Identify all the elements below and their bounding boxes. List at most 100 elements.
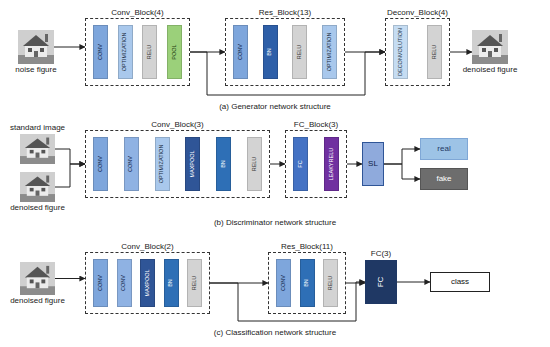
image-thumbnail: denoised figure xyxy=(20,172,55,202)
layer-name: RELU xyxy=(147,45,153,60)
layer-name: CONV xyxy=(98,156,104,172)
layer-name: DECONVOLUTION xyxy=(398,28,404,76)
block-heading: Conv_Block(3) xyxy=(151,121,203,129)
output-box: class xyxy=(430,272,490,292)
flow-arrow xyxy=(397,282,430,283)
layer-bar: FC xyxy=(293,137,308,191)
layer-bar: DECONVOLUTION xyxy=(393,25,408,79)
image-caption: standard image xyxy=(10,124,65,132)
house-thumbnail xyxy=(20,262,55,295)
box-label: SL xyxy=(368,160,378,168)
layer-bar: CONV xyxy=(117,259,132,307)
house-thumbnail xyxy=(20,172,55,202)
house-thumbnail xyxy=(18,30,54,64)
output-box: real xyxy=(420,138,468,160)
dashed-block: Res_Block(13)CONVBNRELUOPTIMIZATION xyxy=(225,18,345,86)
layer-name: MAXPOOL xyxy=(145,269,151,296)
dashed-block: Conv_Block(4)CONVOPTIMIZATIONRELUPOOL xyxy=(85,18,190,86)
layer-bar: CONV xyxy=(276,259,291,307)
layer-bar: BN xyxy=(263,25,278,79)
layer-bar: BN xyxy=(300,259,315,307)
layer-bar: MAXPOOL xyxy=(185,137,200,191)
figure-caption: (a) Generator network structure xyxy=(219,103,331,111)
layer-name: CONV xyxy=(129,156,135,172)
layer-bar: OPTIMIZATION xyxy=(118,25,133,79)
house-thumbnail xyxy=(20,134,55,164)
layer-bar: CONV xyxy=(93,259,108,307)
layer-name: OPTIMIZATION xyxy=(327,33,333,72)
layer-bar: BN xyxy=(164,259,179,307)
layer-bar: LEAKYRELU xyxy=(324,137,339,191)
layer-bar: BN xyxy=(216,137,231,191)
dashed-block: Conv_Block(3)CONVCONVOPTIMIZATIONMAXPOOL… xyxy=(85,130,270,198)
layer-bar: CONV xyxy=(233,25,248,79)
image-caption: denoised figure xyxy=(10,297,65,305)
output-box: fake xyxy=(420,168,468,190)
block-heading: Deconv_Block(4) xyxy=(387,9,448,17)
layer-name: LEAKYRELU xyxy=(329,148,335,180)
layer-name: BN xyxy=(267,48,273,56)
flow-arrow xyxy=(55,278,85,279)
layer-bar: OPTIMIZATION xyxy=(155,137,170,191)
box-label: fake xyxy=(436,175,451,183)
image-caption: denoised figure xyxy=(463,66,518,74)
flow-arrow xyxy=(346,283,365,284)
image-thumbnail: noise figure xyxy=(18,30,54,64)
flow-arrow xyxy=(347,164,362,165)
layer-name: MAXPOOL xyxy=(190,150,196,177)
layer-name: BN xyxy=(221,160,227,168)
layer-name: CONV xyxy=(238,44,244,60)
layer-name: CONV xyxy=(121,275,127,291)
block-heading: Res_Block(11) xyxy=(281,243,333,251)
box-label: real xyxy=(437,145,450,153)
flow-arrow xyxy=(270,164,285,165)
layer-bar: CONV xyxy=(124,137,139,191)
layer-name: FC xyxy=(298,160,304,167)
layer-name: POOL xyxy=(172,44,178,59)
layer-name: RELU xyxy=(328,276,334,291)
block-heading: FC_Block(3) xyxy=(294,121,338,129)
layer-bar: RELU xyxy=(187,259,202,307)
image-thumbnail: denoised figure xyxy=(472,30,508,64)
flow-arrow xyxy=(55,164,85,187)
layer-name: BN xyxy=(168,279,174,287)
image-caption: noise figure xyxy=(15,66,56,74)
flow-arrow xyxy=(190,52,385,95)
image-thumbnail: standard image xyxy=(20,134,55,164)
image-caption: denoised figure xyxy=(10,204,65,212)
output-box: SL xyxy=(362,142,384,186)
layer-name: CONV xyxy=(98,44,104,60)
flow-arrow xyxy=(384,149,420,164)
block-heading: FC(3) xyxy=(371,250,391,258)
layer-bar: RELU xyxy=(142,25,157,79)
dashed-block: FC_Block(3)FCLEAKYRELU xyxy=(285,130,347,198)
layer-name: BN xyxy=(304,279,310,287)
layer-name: OPTIMIZATION xyxy=(159,145,165,184)
layer-name: RELU xyxy=(252,157,258,172)
layer-bar: CONV xyxy=(93,25,108,79)
layer-name: CONV xyxy=(98,275,104,291)
layer-name: CONV xyxy=(281,275,287,291)
layer-name: RELU xyxy=(192,276,198,291)
flow-arrow xyxy=(450,52,472,53)
block-heading: Conv_Block(2) xyxy=(121,243,173,251)
house-thumbnail xyxy=(472,30,508,64)
image-thumbnail: denoised figure xyxy=(20,262,55,295)
layer-name: RELU xyxy=(297,45,303,60)
figure-caption: (b) Discriminator network structure xyxy=(214,219,336,227)
layer-bar: MAXPOOL xyxy=(140,259,155,307)
dashed-block: Deconv_Block(4)DECONVOLUTIONRELU xyxy=(385,18,450,86)
layer-bar: RELU xyxy=(323,259,338,307)
layer-bar: RELU xyxy=(427,25,442,79)
flow-arrow xyxy=(54,47,85,48)
block-heading: Conv_Block(4) xyxy=(111,9,163,17)
layer-name: OPTIMIZATION xyxy=(122,33,128,72)
fc-box: FC(3)FC xyxy=(365,260,397,304)
flow-arrow xyxy=(384,164,420,179)
dashed-block: Conv_Block(2)CONVCONVMAXPOOLBNRELU xyxy=(85,252,210,314)
dashed-block: Res_Block(11)CONVBNRELU xyxy=(268,252,346,314)
box-label: class xyxy=(451,278,469,286)
layer-bar: RELU xyxy=(247,137,262,191)
layer-bar: OPTIMIZATION xyxy=(322,25,337,79)
